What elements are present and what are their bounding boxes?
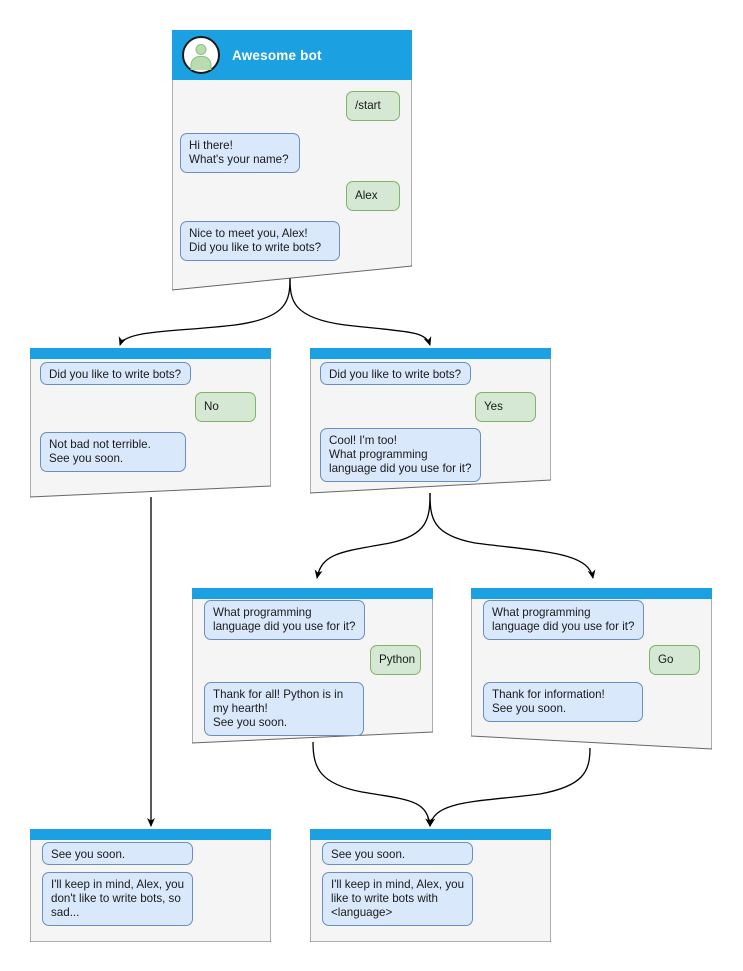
bot-message-bubble[interactable]: Thank for information! See you soon. [483,682,643,722]
user-message-bubble[interactable]: Yes [475,392,536,422]
bot-message-bubble[interactable]: What programming language did you use fo… [204,600,365,640]
answer-no-node-header [30,348,271,359]
bot-message-bubble[interactable]: Hi there! What's your name? [180,133,300,173]
bot-message-bubble[interactable]: Thank for all! Python is in my hearth! S… [204,682,364,736]
bot-message-bubble[interactable]: Cool! I'm too! What programming language… [320,428,481,482]
user-message-bubble[interactable]: Alex [346,181,400,211]
bot-message-bubble[interactable]: Nice to meet you, Alex! Did you like to … [180,221,340,261]
bot-message-bubble[interactable]: Not bad not terrible. See you soon. [40,432,186,472]
bot-message-bubble[interactable]: Did you like to write bots? [40,362,191,385]
edge-yes-to-python [314,492,431,579]
answer-python-node-header [192,588,433,599]
person-avatar-icon [182,36,220,74]
end-yes-node[interactable]: See you soon. I'll keep in mind, Alex, y… [310,829,551,942]
user-message-bubble[interactable]: Python [370,645,421,675]
bot-message-bubble[interactable]: See you soon. [42,842,193,865]
end-no-node-header [30,829,271,840]
user-message-bubble[interactable]: No [195,392,256,422]
bot-title: Awesome bot [232,47,322,63]
answer-python-node[interactable]: What programming language did you use fo… [192,588,433,744]
answer-yes-node-header [310,348,551,359]
bot-message-bubble[interactable]: See you soon. [322,842,473,865]
bot-message-bubble[interactable]: I'll keep in mind, Alex, you like to wri… [322,872,473,926]
answer-go-node[interactable]: What programming language did you use fo… [471,588,712,750]
end-yes-node-header [310,829,551,840]
answer-go-node-header [471,588,712,599]
edge-yes-to-go [429,492,596,579]
start-node[interactable]: Awesome bot /start Hi there! What's your… [172,30,412,292]
edge-go-to-end-yes [427,747,591,827]
start-node-header: Awesome bot [172,30,412,80]
bot-message-bubble[interactable]: What programming language did you use fo… [483,600,644,640]
avatar-head-icon [195,44,207,55]
end-no-node[interactable]: See you soon. I'll keep in mind, Alex, y… [30,829,271,942]
user-message-bubble[interactable]: /start [346,91,400,121]
avatar-body-icon [190,56,212,70]
user-message-bubble[interactable]: Go [649,645,700,675]
bot-message-bubble[interactable]: I'll keep in mind, Alex, you don't like … [42,872,193,926]
answer-yes-node[interactable]: Did you like to write bots? Yes Cool! I'… [310,348,551,494]
edge-python-to-end-yes [312,741,434,827]
bot-message-bubble[interactable]: Did you like to write bots? [320,362,471,385]
answer-no-node[interactable]: Did you like to write bots? No Not bad n… [30,348,271,498]
